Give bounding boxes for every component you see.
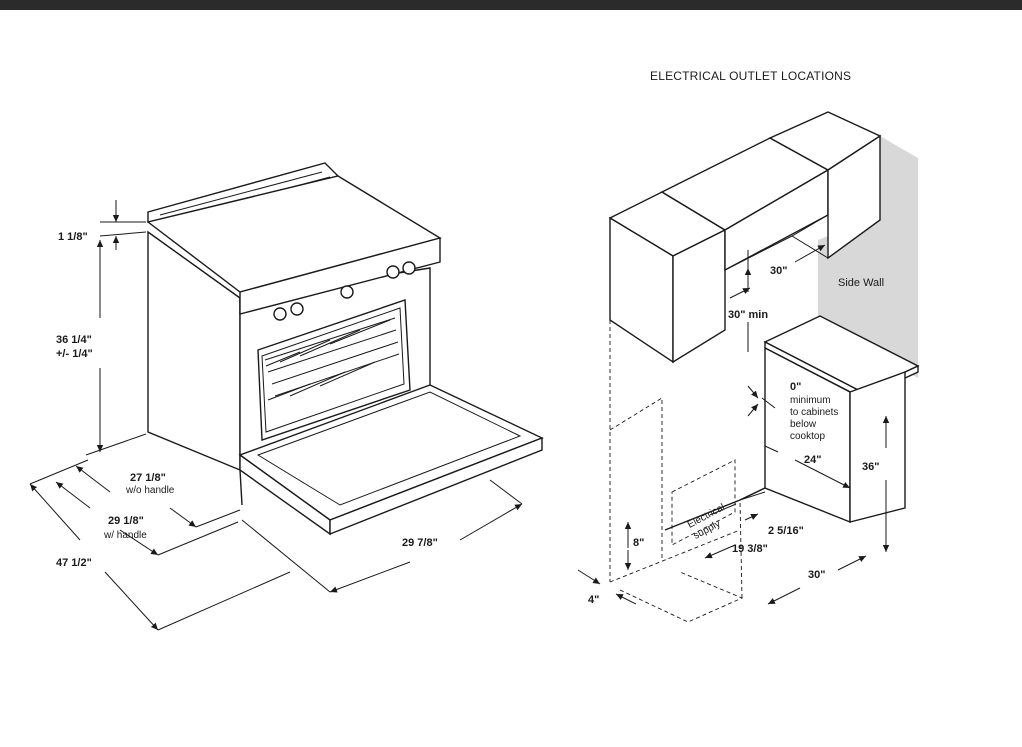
depth-no-handle-note: w/o handle (125, 485, 175, 496)
supply-width-label: 19 3/8" (732, 543, 768, 555)
clearance-note-4: cooktop (790, 431, 825, 442)
clearance-note-3: below (790, 419, 817, 430)
cabinet-gap-min-label: 30" min (728, 309, 768, 321)
offset-label: 2 5/16" (768, 525, 804, 537)
cabinet-gap-label: 30" (770, 265, 787, 277)
depth-handle-note: w/ handle (103, 530, 147, 541)
clearance-value-label: 0" (790, 381, 801, 393)
depth-no-handle-label: 27 1/8" (130, 472, 166, 484)
top-bar (0, 0, 1022, 10)
floor-offset-label: 4" (588, 594, 599, 606)
height-label-line2: +/- 1/4" (56, 348, 93, 360)
cabinet-drawing (608, 111, 920, 623)
outlet-dimension-lines (577, 244, 890, 605)
electrical-supply-box: Electrical supply (671, 459, 736, 546)
counter-depth-label: 24" (804, 454, 821, 466)
supply-height-label: 8" (633, 537, 644, 549)
width-label: 29 7/8" (402, 537, 438, 549)
range-dimension-lines (29, 200, 523, 631)
counter-height-label: 36" (862, 461, 879, 473)
depth-door-open-label: 47 1/2" (56, 557, 92, 569)
clearance-note-2: to cabinets (790, 407, 838, 418)
range-drawing (146, 162, 544, 536)
height-label-line1: 36 1/4" (56, 334, 92, 346)
clearance-note-1: minimum (790, 395, 831, 406)
depth-handle-label: 29 1/8" (108, 515, 144, 527)
side-wall (880, 136, 918, 378)
top-height-label: 1 1/8" (58, 231, 88, 243)
diagram-title: ELECTRICAL OUTLET LOCATIONS (650, 69, 851, 83)
opening-width-label: 30" (808, 569, 825, 581)
side-wall-label: Side Wall (838, 277, 884, 289)
